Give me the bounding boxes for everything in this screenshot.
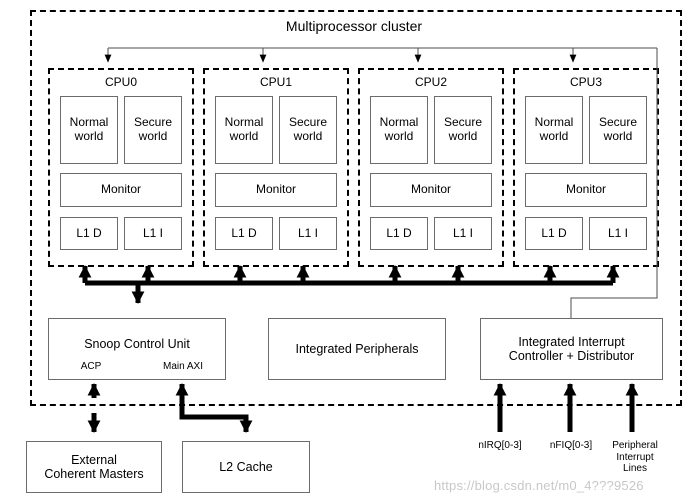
cpu0-l1d: L1 D [60,217,118,250]
snoop-control-unit-label: Snoop Control Unit [84,337,190,351]
cpu1-secure-world: Secure world [279,96,337,164]
cpu3-normal-world: Normal world [525,96,583,164]
integrated-peripherals-block: Integrated Peripherals [268,318,446,380]
interrupt-input-label-nirq: nIRQ[0-3] [478,440,522,451]
cpu1-monitor: Monitor [215,173,337,207]
cpu3-secure-world: Secure world [589,96,647,164]
cpu1-l1i: L1 I [279,217,337,250]
cpu-box-cpu2: CPU2 Normal world Secure world Monitor L… [358,68,504,267]
cpu2-normal-world: Normal world [370,96,428,164]
external-coherent-masters-block: External Coherent Masters [26,441,162,493]
interrupt-controller-block: Integrated Interrupt Controller + Distri… [480,318,663,380]
cpu2-monitor: Monitor [370,173,492,207]
cpu-title-cpu1: CPU1 [259,75,292,89]
page-title: Multiprocessor cluster [285,18,423,34]
multiprocessor-cluster-boundary [30,10,682,406]
cpu0-normal-world: Normal world [60,96,118,164]
cpu0-l1i: L1 I [124,217,182,250]
cpu2-secure-world: Secure world [434,96,492,164]
main-axi-to-l2-cache [179,404,253,433]
scu-port-main-axi: Main AXI [162,361,204,372]
cpu-title-cpu2: CPU2 [414,75,447,89]
cpu0-monitor: Monitor [60,173,182,207]
scu-port-acp: ACP [80,361,102,372]
cpu2-l1i: L1 I [434,217,492,250]
snoop-control-unit-block: Snoop Control Unit ACP Main AXI [48,318,226,380]
cpu-box-cpu1: CPU1 Normal world Secure world Monitor L… [203,68,349,267]
cpu0-secure-world: Secure world [124,96,182,164]
cpu1-l1d: L1 D [215,217,273,250]
cpu-title-cpu3: CPU3 [569,75,602,89]
cpu3-l1i: L1 I [589,217,647,250]
cpu3-monitor: Monitor [525,173,647,207]
cpu-box-cpu0: CPU0 Normal world Secure world Monitor L… [48,68,194,267]
cpu-title-cpu0: CPU0 [104,75,137,89]
interrupt-input-label-nfiq: nFIQ[0-3] [549,440,593,451]
l2-cache-block: L2 Cache [182,441,310,493]
interrupt-input-label-peripheral-lines: Peripheral Interrupt Lines [612,440,658,474]
cpu2-l1d: L1 D [370,217,428,250]
watermark: https://blog.csdn.net/m0_4???9526 [434,478,644,493]
cpu3-l1d: L1 D [525,217,583,250]
cpu1-normal-world: Normal world [215,96,273,164]
cpu-box-cpu3: CPU3 Normal world Secure world Monitor L… [513,68,659,267]
